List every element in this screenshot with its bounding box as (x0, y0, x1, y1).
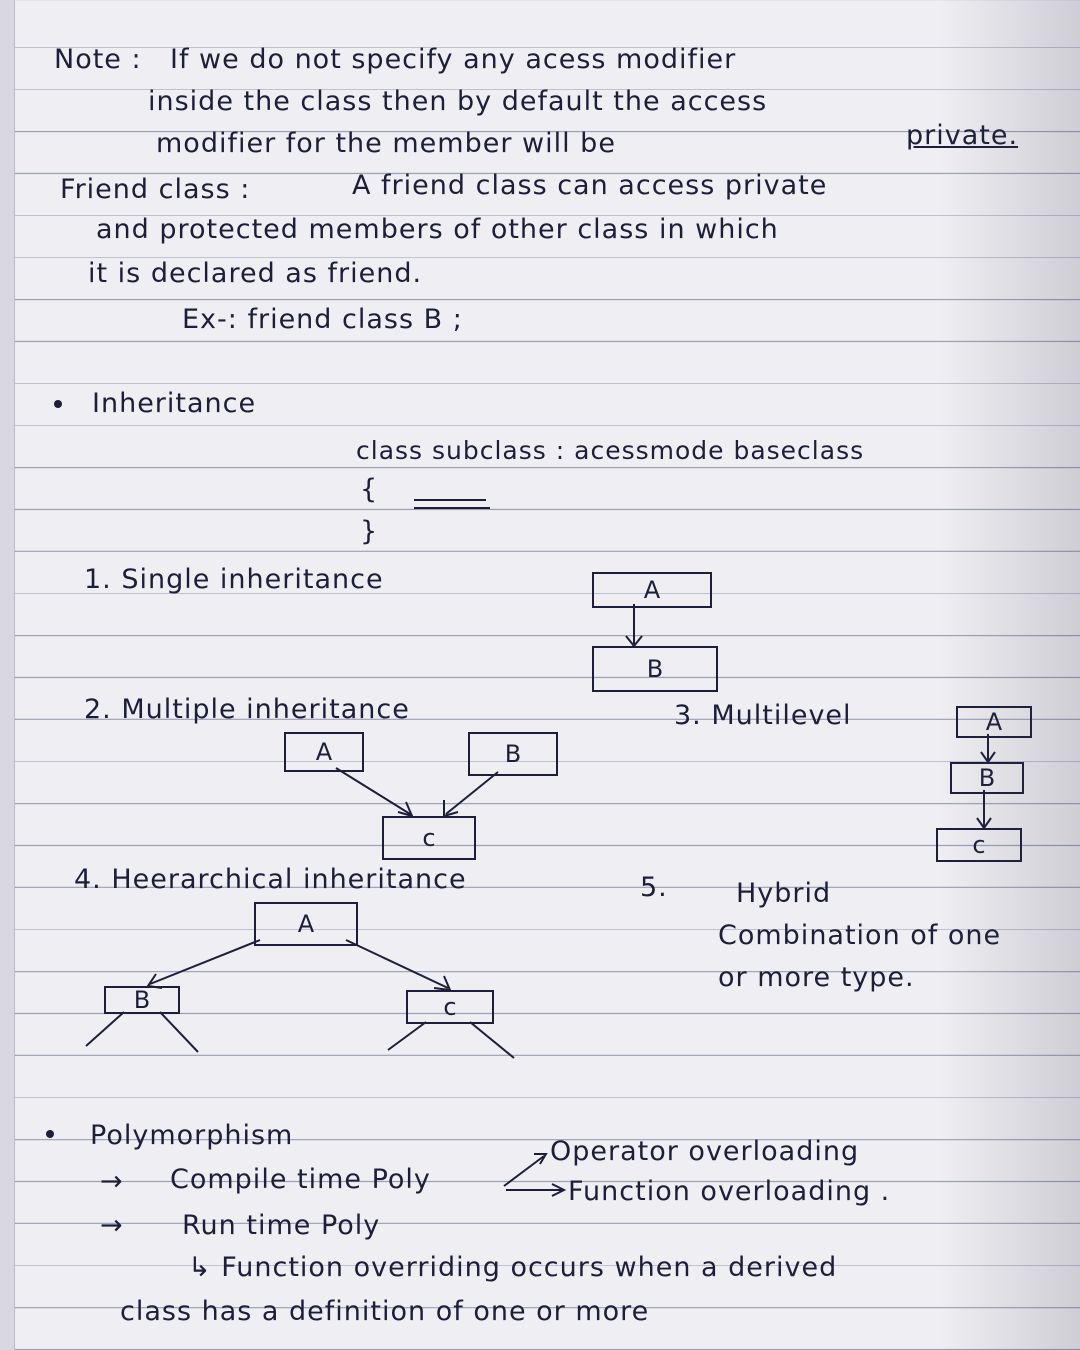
polymorphism-heading: Polymorphism (90, 1120, 294, 1151)
hierarchical-box-a-label: A (297, 910, 315, 938)
hierarchical-box-b-label: B (133, 986, 151, 1014)
hierarchical-c-branch-left (387, 1021, 427, 1051)
multilevel-arrowhead-1-icon (980, 751, 996, 764)
multilevel-box-b-label: B (952, 764, 1022, 792)
compile-arrow-icon: → (100, 1166, 124, 1197)
hierarchical-b-branch-left (85, 1011, 125, 1047)
run-arrow-icon: → (100, 1210, 124, 1241)
hierarchical-arrowhead-b-icon (146, 973, 163, 989)
overriding-definition: class has a definition of one or more (120, 1296, 650, 1327)
hierarchical-box-c-label: c (443, 993, 457, 1021)
multilevel-box-a-label: A (958, 708, 1030, 736)
inheritance-heading: Inheritance (92, 388, 257, 419)
open-brace: { (360, 474, 379, 505)
hierarchical-arrow-b (149, 939, 261, 985)
close-brace: } (360, 516, 379, 547)
bullet-polymorphism (46, 1130, 54, 1138)
multilevel-label: 3. Multilevel (674, 700, 852, 731)
multilevel-box-c-label: c (938, 831, 1020, 859)
multilevel-arrowhead-2-icon (976, 817, 992, 830)
multilevel-box-c: c (936, 828, 1022, 862)
hybrid-label: Hybrid (736, 878, 832, 909)
multiple-arrowhead-b-icon (443, 800, 459, 818)
multiple-box-c: c (382, 816, 476, 860)
multiple-box-b-label: B (504, 740, 522, 768)
note-line-1: If we do not specify any acess modifier (170, 44, 737, 75)
single-arrowhead-icon (625, 635, 643, 648)
multiple-box-a: A (284, 732, 364, 772)
hierarchical-box-a: A (254, 902, 358, 946)
friend-line-3: it is declared as friend. (88, 258, 423, 289)
single-box-a-label: A (643, 576, 661, 604)
note-line-3: modifier for the member will be (156, 128, 616, 159)
hierarchical-label: 4. Heerarchical inheritance (74, 864, 467, 895)
poly-fork-upper-arrowhead-icon (534, 1153, 548, 1165)
friend-line-1: A friend class can access private (352, 170, 828, 201)
multiple-box-b: B (468, 732, 558, 776)
single-box-b: B (592, 646, 718, 692)
run-time-poly: Run time Poly (182, 1210, 381, 1241)
single-box-a: A (592, 572, 712, 608)
page-shadow (940, 0, 1080, 1350)
multiple-arrowhead-a-icon (397, 801, 414, 818)
note-line-2: inside the class then by default the acc… (148, 86, 768, 117)
hierarchical-arrow-c (345, 939, 449, 989)
hierarchical-c-branch-right (469, 1021, 515, 1059)
multilevel-box-b: B (950, 762, 1024, 794)
note-label: Note : (54, 44, 142, 75)
page-margin (0, 0, 15, 1350)
function-overloading: Function overloading . (568, 1176, 891, 1207)
single-inheritance-label: 1. Single inheritance (84, 564, 384, 595)
friend-line-2: and protected members of other class in … (96, 214, 779, 245)
multilevel-box-a: A (956, 706, 1032, 738)
single-box-b-label: B (646, 655, 664, 683)
multiple-arrow-b (445, 771, 499, 815)
poly-fork-lower-arrowhead-icon (551, 1183, 567, 1197)
friend-label: Friend class : (60, 174, 251, 205)
inheritance-syntax: class subclass : acessmode baseclass (356, 436, 865, 465)
multiple-inheritance-label: 2. Multiple inheritance (84, 694, 410, 725)
operator-overloading: Operator overloading (550, 1136, 860, 1167)
hybrid-desc-2: or more type. (718, 962, 915, 993)
hierarchical-box-b: B (104, 986, 180, 1014)
hybrid-desc-1: Combination of one (718, 920, 1002, 951)
compile-time-poly: Compile time Poly (170, 1164, 431, 1195)
note-private: private. (906, 120, 1018, 151)
multiple-box-a-label: A (315, 738, 333, 766)
bullet-inheritance (54, 400, 62, 408)
poly-fork-upper (503, 1155, 545, 1187)
hierarchical-arrowhead-c-icon (433, 975, 452, 992)
multiple-arrow-a (335, 767, 411, 815)
hierarchical-b-branch-right (159, 1011, 199, 1053)
friend-example: Ex-: friend class B ; (182, 304, 463, 335)
multiple-box-c-label: c (422, 824, 436, 852)
function-overriding: ↳ Function overriding occurs when a deri… (188, 1252, 838, 1283)
hybrid-number: 5. (640, 872, 668, 903)
